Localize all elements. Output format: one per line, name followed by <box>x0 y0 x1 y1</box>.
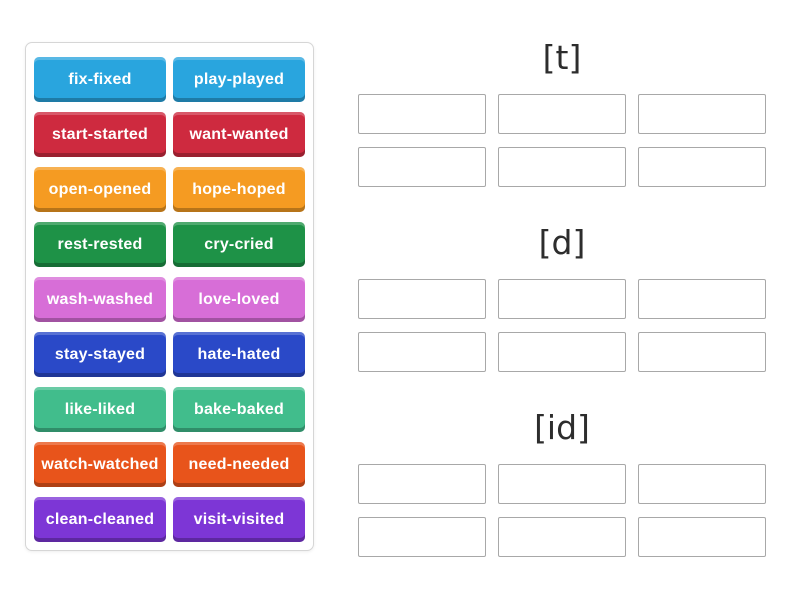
drop-slot[interactable] <box>358 94 486 134</box>
word-tile[interactable]: bake-baked <box>173 387 305 432</box>
drop-slot[interactable] <box>638 147 766 187</box>
group-header-t: [t] <box>542 38 582 77</box>
drop-slot[interactable] <box>498 279 626 319</box>
word-tile[interactable]: wash-washed <box>34 277 166 322</box>
word-bank-panel: fix-fixed play-played start-started want… <box>25 42 314 551</box>
word-tile[interactable]: watch-watched <box>34 442 166 487</box>
drop-slot[interactable] <box>498 517 626 557</box>
drop-slot[interactable] <box>498 464 626 504</box>
word-tile[interactable]: like-liked <box>34 387 166 432</box>
drop-slot[interactable] <box>498 332 626 372</box>
drop-slot[interactable] <box>638 517 766 557</box>
word-tile[interactable]: hate-hated <box>173 332 305 377</box>
drop-slot[interactable] <box>358 147 486 187</box>
drop-slot[interactable] <box>638 332 766 372</box>
group-t: [t] <box>358 40 766 187</box>
drop-slot[interactable] <box>638 464 766 504</box>
drop-slot[interactable] <box>638 279 766 319</box>
drop-slot[interactable] <box>498 147 626 187</box>
group-id-slots <box>358 464 766 557</box>
word-tile[interactable]: fix-fixed <box>34 57 166 102</box>
drop-slot[interactable] <box>638 94 766 134</box>
word-tile[interactable]: need-needed <box>173 442 305 487</box>
drop-slot[interactable] <box>358 464 486 504</box>
group-d-slots <box>358 279 766 372</box>
word-tile[interactable]: want-wanted <box>173 112 305 157</box>
word-tile[interactable]: love-loved <box>173 277 305 322</box>
drop-slot[interactable] <box>358 332 486 372</box>
word-tile[interactable]: rest-rested <box>34 222 166 267</box>
word-tile[interactable]: hope-hoped <box>173 167 305 212</box>
word-tile[interactable]: stay-stayed <box>34 332 166 377</box>
sort-groups: [t] [d] [id] <box>358 40 766 595</box>
group-d: [d] <box>358 225 766 372</box>
word-tile[interactable]: visit-visited <box>173 497 305 542</box>
drop-slot[interactable] <box>358 517 486 557</box>
word-tile[interactable]: clean-cleaned <box>34 497 166 542</box>
group-header-d: [d] <box>538 223 586 262</box>
group-t-slots <box>358 94 766 187</box>
word-tile[interactable]: cry-cried <box>173 222 305 267</box>
word-tile[interactable]: open-opened <box>34 167 166 212</box>
drop-slot[interactable] <box>498 94 626 134</box>
group-id: [id] <box>358 410 766 557</box>
word-tile[interactable]: start-started <box>34 112 166 157</box>
drop-slot[interactable] <box>358 279 486 319</box>
word-tile[interactable]: play-played <box>173 57 305 102</box>
group-header-id: [id] <box>534 408 590 447</box>
